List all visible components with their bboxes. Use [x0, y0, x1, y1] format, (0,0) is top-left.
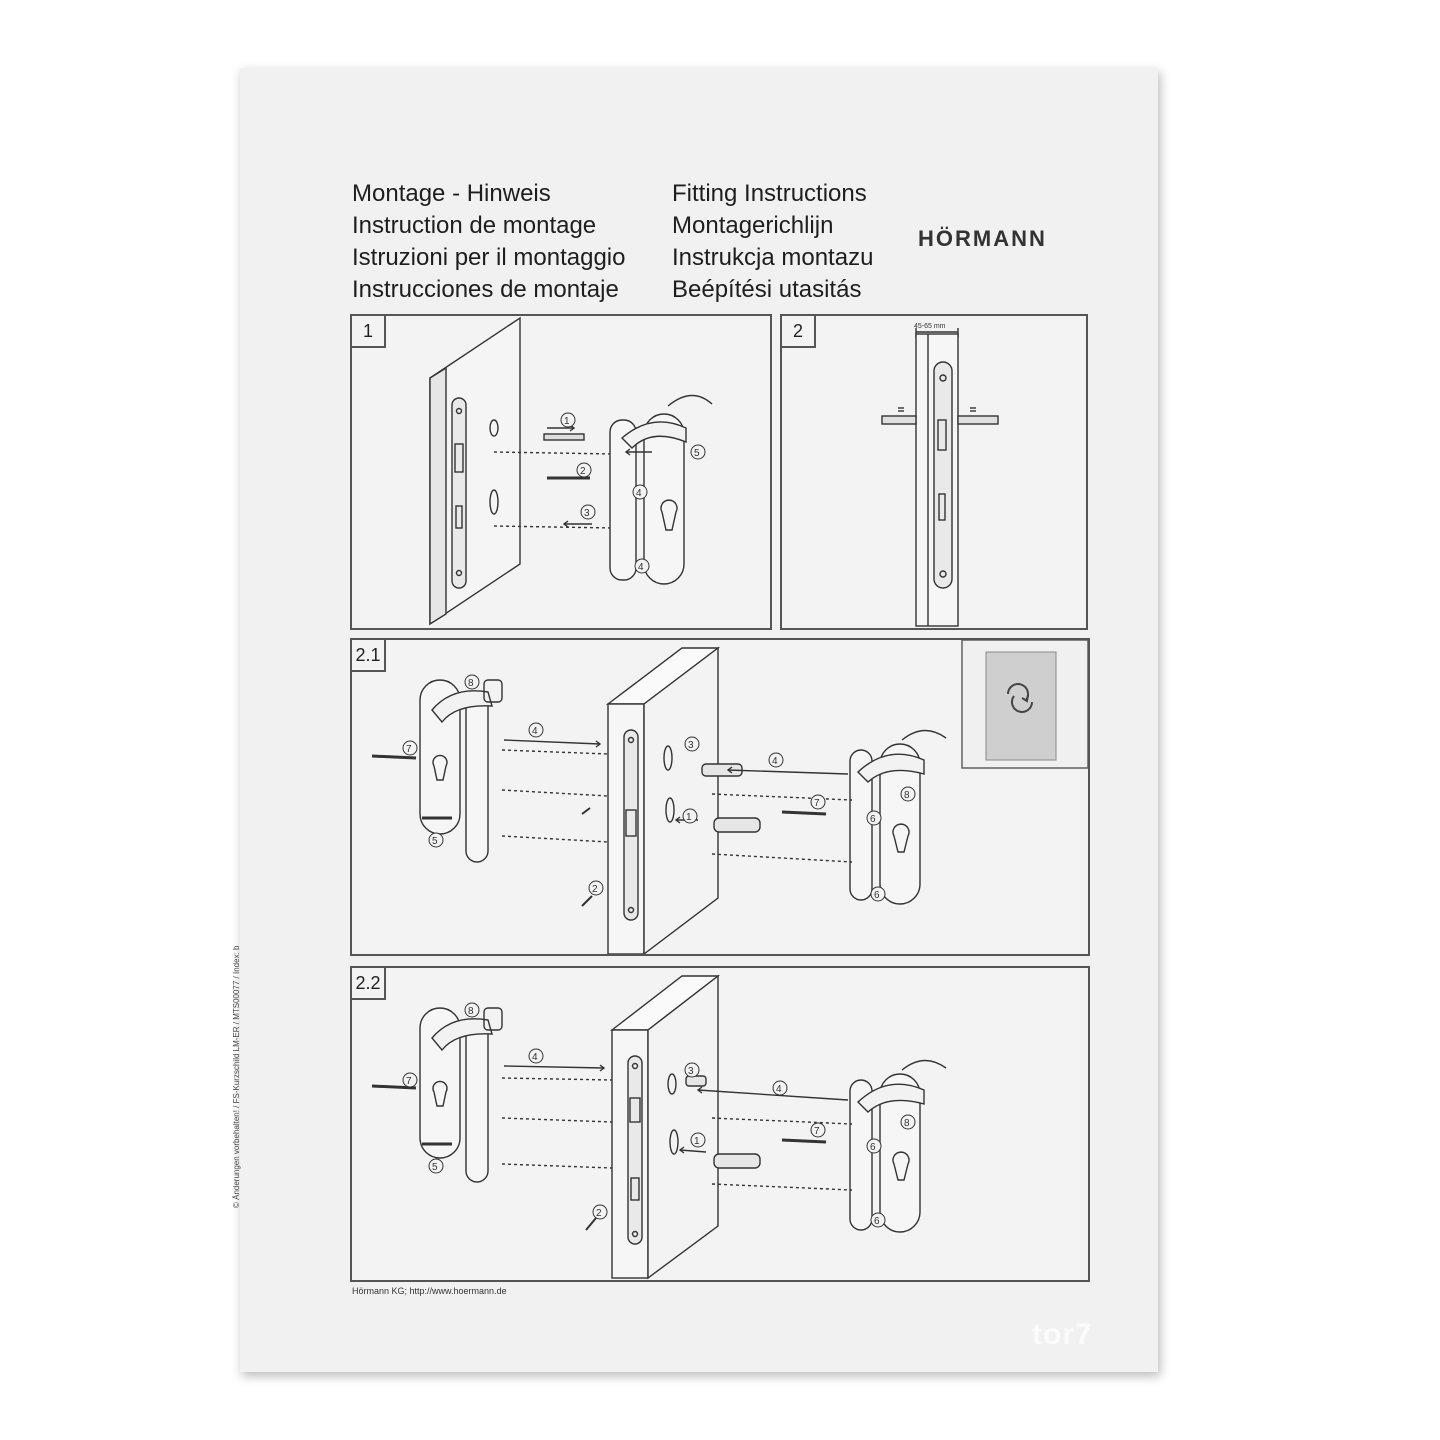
title-hu: Beépítési utasitás — [672, 276, 862, 303]
brand-logo: HÖRMANN — [918, 226, 1047, 251]
step-marker: 6 — [870, 814, 876, 825]
step-marker: 2 — [596, 1208, 602, 1219]
step-marker: 7 — [814, 798, 820, 809]
step-marker: 5 — [432, 1162, 438, 1173]
panel-1-label: 1 — [352, 316, 386, 348]
step-marker: 1 — [694, 1136, 700, 1147]
instruction-sheet: Montage - Hinweis Instruction de montage… — [232, 68, 1158, 1372]
step-marker: 6 — [874, 890, 880, 901]
title-column-right: Fitting Instructions Montagerichlijn Ins… — [672, 178, 873, 306]
step-marker: 1 — [564, 416, 570, 427]
step-marker: 7 — [406, 744, 412, 755]
panel-1-illustration: 1 2 3 4 4 5 — [429, 316, 713, 626]
step-marker: 5 — [432, 836, 438, 847]
panel-2-2-illustration: 8 7 5 4 3 4 1 2 7 8 6 — [371, 974, 947, 1280]
step-marker: 3 — [688, 740, 694, 751]
step-marker: 6 — [874, 1216, 880, 1227]
step-marker: 7 — [406, 1076, 412, 1087]
step-marker: 7 — [814, 1126, 820, 1137]
step-marker: 8 — [904, 1118, 910, 1129]
title-es: Instrucciones de montaje — [352, 276, 619, 303]
panel-2: 2 45-65 mm — [780, 314, 1088, 630]
step-marker: 4 — [532, 726, 538, 737]
side-note: © Änderungen vorbehalten! / FS-Kurzschil… — [232, 945, 241, 1208]
step-marker: 2 — [592, 884, 598, 895]
title-it: Istruzioni per il montaggio — [352, 244, 626, 271]
step-marker: 5 — [694, 448, 700, 459]
panel-2-illustration: 45-65 mm — [881, 323, 999, 627]
step-marker: 4 — [638, 562, 644, 573]
panel-1: 1 — [350, 314, 772, 630]
step-marker: 3 — [688, 1066, 694, 1077]
panel-2-label: 2 — [782, 316, 816, 348]
step-marker: 4 — [772, 756, 778, 767]
step-marker: 4 — [776, 1084, 782, 1095]
footer-text: Hörmann KG; http://www.hoermann.de — [352, 1286, 507, 1296]
panel-2-1: 2.1 — [350, 638, 1090, 956]
step-marker: 8 — [468, 678, 474, 689]
step-marker: 4 — [532, 1052, 538, 1063]
title-fr: Instruction de montage — [352, 212, 597, 239]
step-marker: 3 — [584, 508, 590, 519]
step-marker: 1 — [686, 812, 692, 823]
panel-2-1-illustration: 8 7 5 4 3 4 1 2 7 8 6 — [371, 640, 1088, 954]
panel-2-2-label: 2.2 — [352, 968, 386, 1000]
title-nl: Montagerichlijn — [672, 212, 834, 239]
panel-2-1-label: 2.1 — [352, 640, 386, 672]
step-marker: 8 — [904, 790, 910, 801]
step-marker: 2 — [580, 466, 586, 477]
title-en: Fitting Instructions — [672, 180, 867, 207]
rotate-icon — [1007, 683, 1033, 713]
watermark: tor7 — [1032, 1318, 1093, 1351]
step-marker: 4 — [636, 488, 642, 499]
panel-2-2: 2.2 — [350, 966, 1090, 1282]
title-column-left: Montage - Hinweis Instruction de montage… — [352, 178, 625, 306]
title-de: Montage - Hinweis — [352, 180, 551, 207]
step-marker: 8 — [468, 1006, 474, 1017]
dimension-label: 45-65 mm — [914, 323, 946, 330]
title-pl: Instrukcja montazu — [672, 244, 874, 271]
step-marker: 6 — [870, 1142, 876, 1153]
